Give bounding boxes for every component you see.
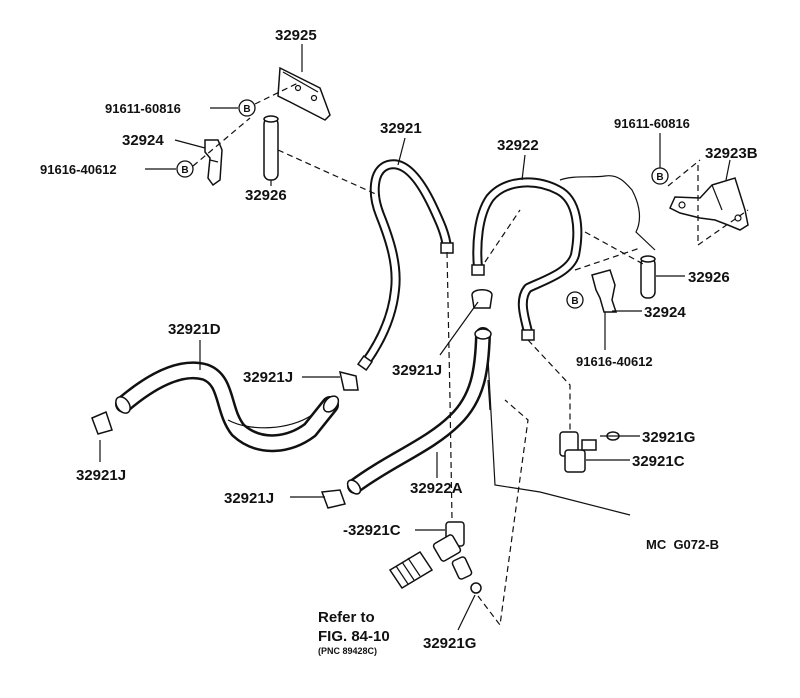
svg-text:B: B	[181, 165, 188, 176]
label-91616-40612-left: 91616-40612	[40, 162, 117, 177]
label-refer-to: Refer to	[318, 609, 375, 626]
label-91611-60816-left: 91611-60816	[105, 101, 181, 116]
label-fig-84-10: FIG. 84-10	[318, 628, 390, 645]
bracket-32923B	[669, 177, 749, 231]
label-91616-40612-right: 91616-40612	[576, 354, 653, 369]
leader-lines	[99, 44, 731, 631]
label-32924-right: 32924	[644, 304, 686, 321]
label-32924-left: 32924	[122, 132, 164, 149]
svg-text:B: B	[243, 104, 250, 115]
label-32922A: 32922A	[410, 480, 463, 497]
part-labels: 32925 91611-60816 32924 91616-40612 3292…	[40, 27, 758, 656]
label-32921C-right: 32921C	[632, 453, 685, 470]
label-32921C-lower: -32921C	[343, 522, 401, 539]
hose-32922	[471, 177, 583, 341]
bolt-left-lower: B	[176, 160, 194, 178]
sleeve-32926-right	[640, 255, 656, 299]
clamp-32921J-bottom	[320, 489, 346, 509]
label-32922: 32922	[497, 137, 539, 154]
label-32921J-bottom: 32921J	[224, 490, 274, 507]
clamp-32921J-mid	[339, 370, 359, 391]
svg-text:B: B	[571, 296, 578, 307]
hose-32921D	[115, 361, 340, 453]
fitting-ref-fig-84-10	[388, 550, 434, 590]
label-91611-60816-right: 91611-60816	[614, 116, 690, 131]
drawing-code: MC G072-B	[646, 537, 719, 552]
label-32921D: 32921D	[168, 321, 221, 338]
clamp-32921J-left	[91, 410, 113, 435]
label-32921G-right: 32921G	[642, 429, 695, 446]
label-32926-right: 32926	[688, 269, 730, 286]
bracket-32924-left	[204, 139, 223, 187]
label-32921J-left: 32921J	[76, 467, 126, 484]
label-pnc-89428c: (PNC 89428C)	[318, 646, 377, 656]
label-32921: 32921	[380, 120, 422, 137]
assembly-lines	[192, 81, 749, 627]
engine-outline	[559, 175, 656, 251]
hose-32921	[356, 159, 454, 372]
bolt-right-lower: B	[566, 291, 584, 309]
label-32923B: 32923B	[705, 145, 758, 162]
bracket-32924-right	[591, 269, 618, 313]
label-32926-left: 32926	[245, 187, 287, 204]
sleeve-32926-left	[263, 115, 279, 181]
bracket-32925	[277, 66, 331, 121]
connector-32921C-right	[559, 431, 620, 473]
hose-32922A	[346, 327, 492, 495]
bolt-right-upper: B	[651, 167, 669, 185]
bolt-left-upper: B	[238, 99, 256, 117]
connector-32921C-lower	[432, 521, 482, 594]
label-32925: 32925	[275, 27, 317, 44]
svg-text:B: B	[656, 172, 663, 183]
label-32921J-mid: 32921J	[243, 369, 293, 386]
label-32921G-lower: 32921G	[423, 635, 476, 652]
label-32921J-center: 32921J	[392, 362, 442, 379]
